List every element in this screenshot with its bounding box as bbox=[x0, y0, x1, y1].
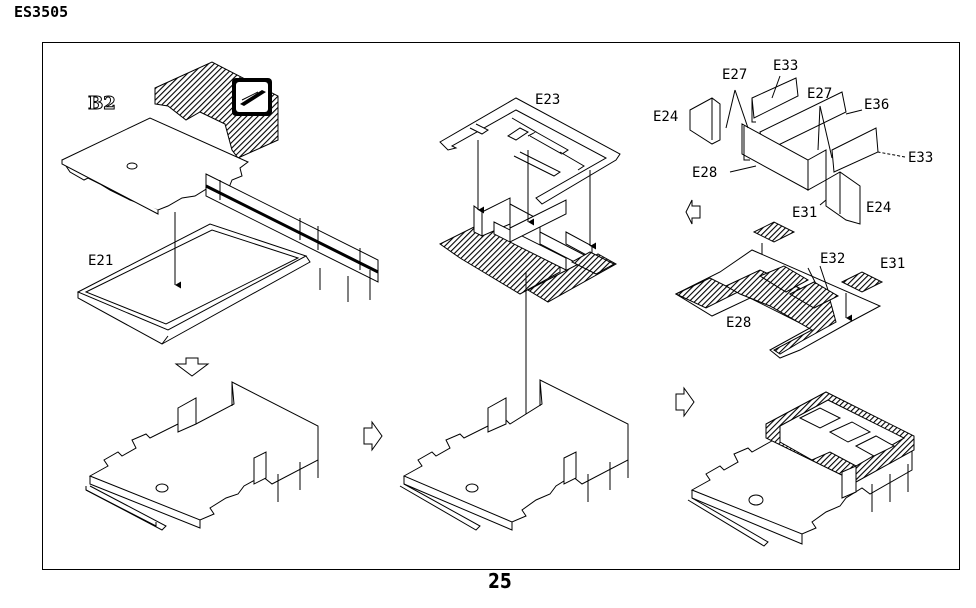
label-e32: E32 bbox=[820, 251, 845, 267]
label-b2: B2 bbox=[88, 93, 116, 114]
step3-walls-exploded bbox=[689, 75, 906, 225]
part-icon-b2 bbox=[232, 78, 272, 116]
instruction-code: ES3505 bbox=[14, 3, 69, 21]
step-arrow-right-2 bbox=[675, 386, 695, 418]
label-e24-a: E24 bbox=[653, 109, 678, 125]
diagram-frame bbox=[42, 42, 960, 570]
result2-assembly bbox=[399, 379, 629, 531]
result1-assembly bbox=[85, 381, 319, 531]
label-e27-b: E27 bbox=[807, 86, 832, 102]
label-e28-a: E28 bbox=[692, 165, 717, 181]
label-e21: E21 bbox=[88, 253, 113, 269]
label-e23: E23 bbox=[535, 92, 560, 108]
label-e36: E36 bbox=[864, 97, 889, 113]
label-e24-b: E24 bbox=[866, 200, 891, 216]
label-e27-a: E27 bbox=[722, 67, 747, 83]
label-e33-b: E33 bbox=[908, 150, 933, 166]
step-arrow-down bbox=[174, 357, 210, 377]
label-e33-a: E33 bbox=[773, 58, 798, 74]
step1-part-e21 bbox=[76, 173, 379, 345]
page-number: 25 bbox=[488, 569, 512, 593]
label-e31-b: E31 bbox=[880, 256, 905, 272]
label-e28-b: E28 bbox=[726, 315, 751, 331]
result3-assembly bbox=[687, 391, 915, 547]
step-arrow-left bbox=[685, 199, 701, 225]
step-arrow-right-1 bbox=[363, 420, 383, 452]
step3-base-pits bbox=[674, 221, 884, 359]
step2-frame-e23 bbox=[439, 97, 621, 205]
step2-walls bbox=[439, 140, 618, 303]
label-e31-a: E31 bbox=[792, 205, 817, 221]
